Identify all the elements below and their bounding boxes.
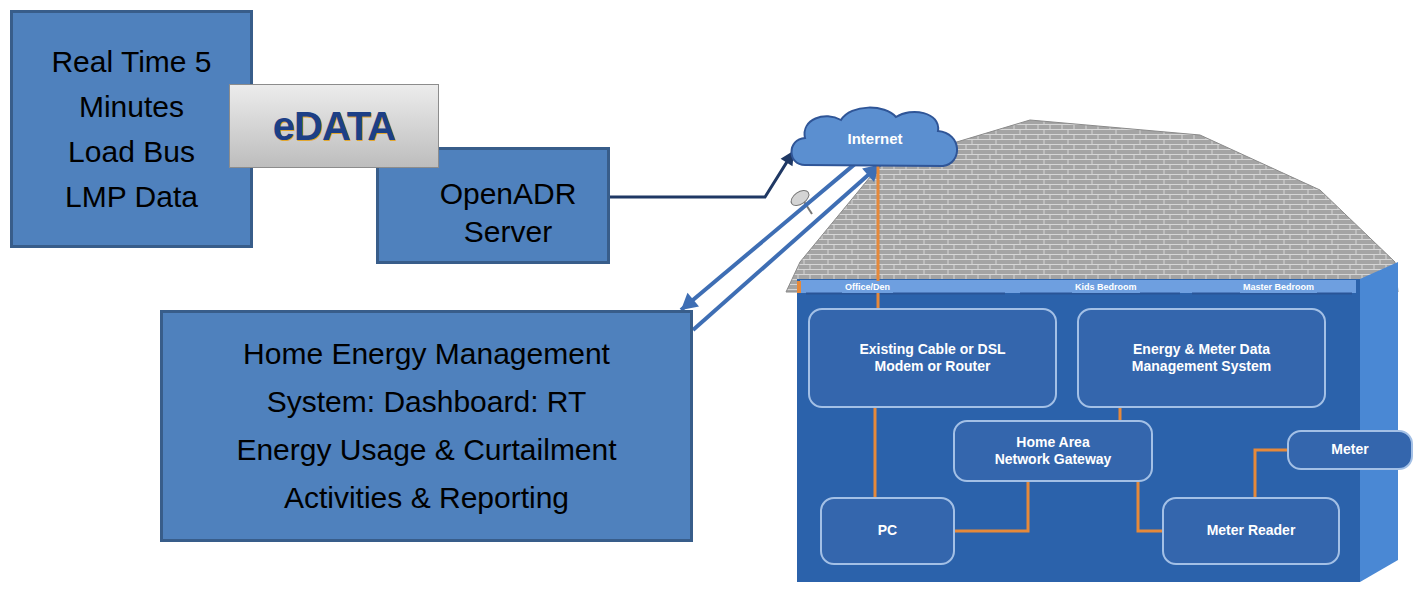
accent-mark (797, 281, 801, 293)
text-block: Home Area Network Gateway (990, 434, 1116, 469)
connector (875, 408, 876, 497)
connector-line (681, 164, 855, 310)
house-front (797, 279, 1360, 582)
connector (1120, 408, 1121, 420)
logo-box: eDATA (229, 84, 439, 168)
room-label: Office/Den (842, 281, 893, 293)
text-block: Energy & Meter Data Management System (1112, 341, 1292, 376)
data-source-box: Real Time 5 Minutes Load Bus LMP Data (10, 10, 253, 248)
device-box: PC (820, 497, 955, 565)
node-text: Energy & Meter Data Management System (1112, 341, 1292, 376)
text-block: Home Energy Management System: Dashboard… (227, 330, 627, 522)
text-block: Real Time 5 Minutes Load Bus LMP Data (47, 39, 217, 219)
connector-line (693, 165, 880, 330)
node-text: Home Energy Management System: Dashboard… (227, 330, 627, 522)
node-text: Home Area Network Gateway (990, 434, 1116, 469)
connector-line (1255, 450, 1287, 497)
node-text: OpenADR Server (428, 175, 588, 250)
arrow-head (681, 293, 699, 310)
connector (681, 164, 855, 310)
connector (610, 151, 794, 197)
node-text: Real Time 5 Minutes Load Bus LMP Data (47, 39, 217, 219)
connector (693, 165, 880, 330)
text-block: Meter (1331, 441, 1368, 459)
text-block: Meter Reader (1207, 522, 1296, 540)
dashboard-box: Home Energy Management System: Dashboard… (160, 310, 693, 542)
text-block: Existing Cable or DSL Modem or Router (843, 341, 1023, 376)
node-text: Existing Cable or DSL Modem or Router (843, 341, 1023, 376)
gateway-box: Home Area Network Gateway (953, 420, 1153, 482)
text-block: Internet (847, 130, 902, 147)
text-block: OpenADR Server (428, 175, 588, 250)
connector-line (610, 151, 794, 197)
device-box: Meter Reader (1162, 497, 1340, 565)
connector (955, 482, 1028, 531)
room-strip (800, 280, 1356, 293)
connector (1138, 482, 1162, 531)
node-text: Meter (1331, 441, 1368, 459)
internet-cloud: Internet (785, 103, 965, 173)
text-block: PC (878, 522, 897, 540)
connector (1255, 450, 1287, 497)
connector-line (874, 408, 877, 497)
cloud-outline (792, 108, 958, 166)
connector-line (955, 482, 1028, 531)
node-text: eDATA (273, 104, 395, 149)
text-block: eDATA (273, 104, 395, 149)
connector-line (1119, 408, 1122, 420)
room-label: Master Bedroom (1240, 281, 1317, 293)
node-text: Meter Reader (1207, 522, 1296, 540)
node-text: Internet (847, 130, 902, 147)
device-box: Energy & Meter Data Management System (1077, 308, 1326, 408)
room-label: Kids Bedroom (1072, 281, 1140, 293)
node-text: PC (878, 522, 897, 540)
connector-line (1138, 482, 1162, 531)
device-box: Meter (1287, 430, 1413, 470)
device-box: Existing Cable or DSL Modem or Router (808, 308, 1057, 408)
side-wall (1360, 262, 1398, 582)
